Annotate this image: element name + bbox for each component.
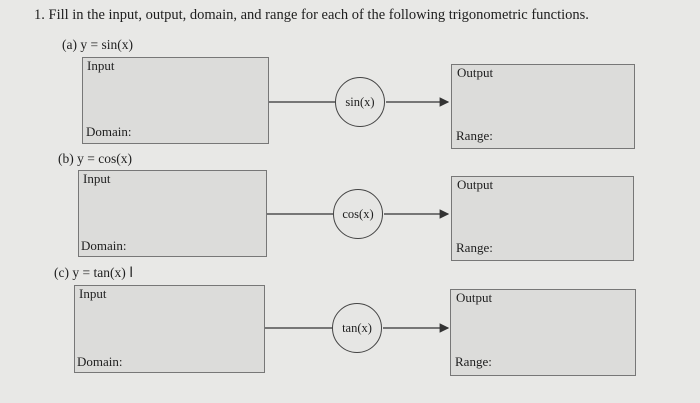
output-box-c[interactable]: Output Range:: [450, 289, 636, 376]
part-c-label: (c) y = tan(x) I: [54, 265, 133, 281]
input-box-b[interactable]: Input Domain:: [78, 170, 267, 257]
part-c-label-text: (c) y = tan(x): [54, 265, 126, 280]
function-node-c: tan(x): [332, 303, 382, 353]
range-label-c: Range:: [455, 354, 492, 369]
input-label-c: Input: [79, 286, 107, 301]
range-label-b: Range:: [456, 240, 493, 255]
domain-label-c: Domain:: [77, 354, 123, 369]
question-text: 1. Fill in the input, output, domain, an…: [34, 7, 589, 23]
output-box-b[interactable]: Output Range:: [451, 176, 634, 261]
range-label-a: Range:: [456, 128, 493, 143]
output-box-a[interactable]: Output Range:: [451, 64, 635, 149]
input-label-b: Input: [83, 171, 111, 186]
input-label-a: Input: [87, 58, 115, 73]
function-node-b: cos(x): [333, 189, 383, 239]
part-b-label: (b) y = cos(x): [58, 151, 132, 166]
domain-label-a: Domain:: [86, 124, 132, 139]
output-label-b: Output: [457, 177, 494, 192]
text-cursor-icon: I: [129, 265, 134, 281]
part-a-label: (a) y = sin(x): [62, 37, 133, 52]
input-box-a[interactable]: Input Domain:: [82, 57, 269, 144]
function-node-a: sin(x): [335, 77, 385, 127]
input-box-c[interactable]: Input Domain:: [74, 285, 265, 373]
output-label-c: Output: [456, 290, 493, 305]
domain-label-b: Domain:: [81, 238, 127, 253]
output-label-a: Output: [457, 65, 494, 80]
